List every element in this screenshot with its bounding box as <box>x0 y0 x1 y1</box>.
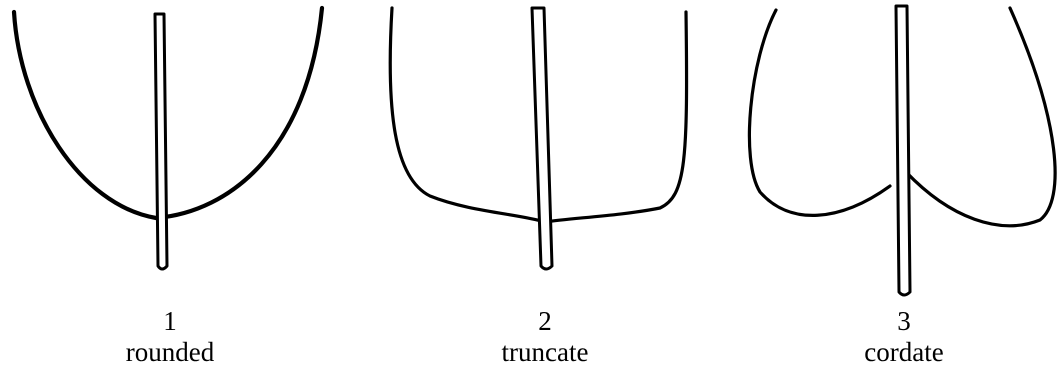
panel-label-cordate: cordate <box>864 337 944 367</box>
panel-number-3: 3 <box>897 306 911 336</box>
cordate-leaf-outline-right-lobe <box>904 6 1057 228</box>
panel-label-truncate: truncate <box>501 337 589 367</box>
caption-rounded: 1 rounded <box>70 306 270 368</box>
panel-number-2: 2 <box>538 306 552 336</box>
panel-label-rounded: rounded <box>125 337 215 367</box>
cordate-leaf-outline-left-lobe <box>747 8 892 217</box>
panel-number-1: 1 <box>163 306 177 336</box>
caption-truncate: 2 truncate <box>445 306 645 368</box>
rounded-leaf-outline <box>11 5 325 221</box>
caption-cordate: 3 cordate <box>804 306 1004 368</box>
rounded-leaf-base-drawing <box>11 5 325 271</box>
panel-truncate: 2 truncate <box>360 0 700 372</box>
truncate-leaf-base-drawing <box>388 6 689 271</box>
panel-cordate: 3 cordate <box>740 0 1063 372</box>
cordate-leaf-petiole <box>894 4 912 297</box>
rounded-leaf-petiole <box>153 12 169 271</box>
truncate-leaf-petiole <box>530 6 554 271</box>
cordate-leaf-base-drawing <box>747 4 1057 297</box>
panel-rounded: 1 rounded <box>0 0 340 372</box>
